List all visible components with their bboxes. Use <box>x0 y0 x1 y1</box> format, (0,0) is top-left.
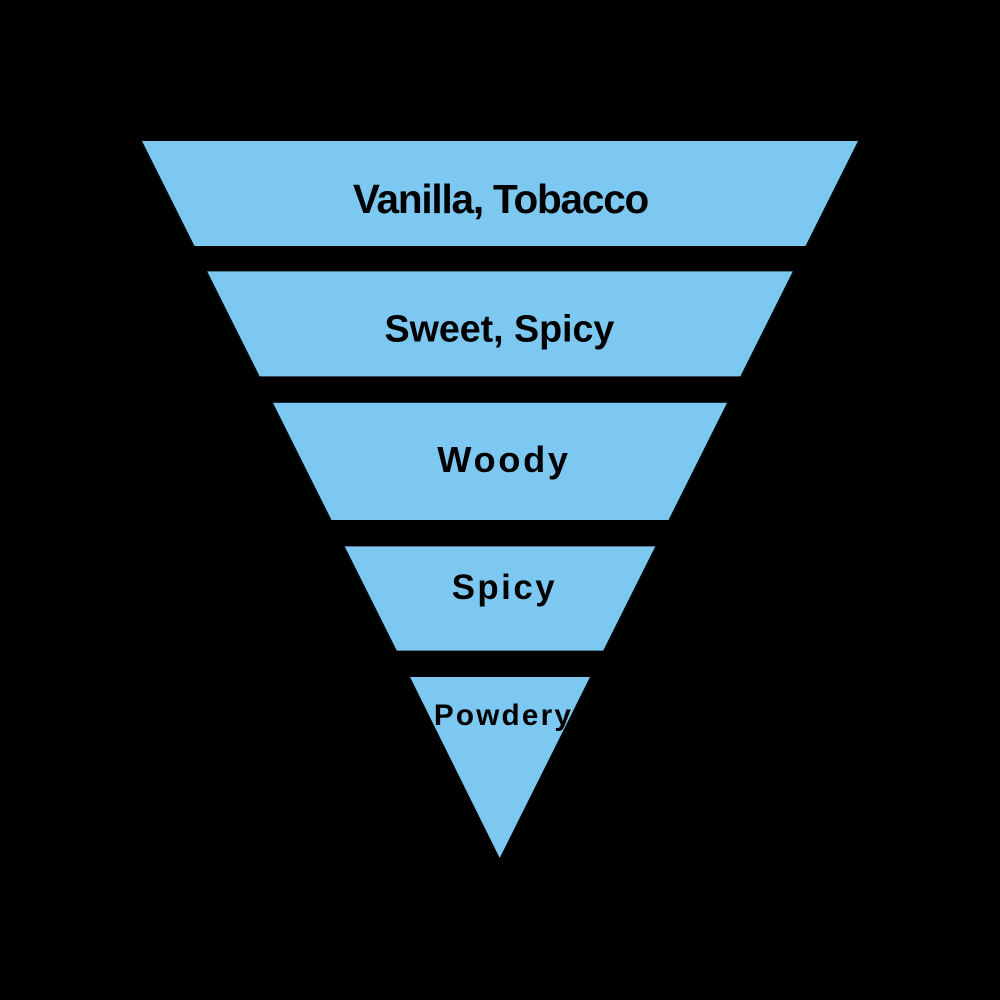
svg-text:Sweet, Spicy: Sweet, Spicy <box>384 308 614 350</box>
svg-text:Woody: Woody <box>437 439 570 480</box>
svg-text:Spicy: Spicy <box>452 568 557 607</box>
svg-text:Powdery: Powdery <box>434 699 573 732</box>
svg-text:Vanilla, Tobacco: Vanilla, Tobacco <box>353 176 649 222</box>
